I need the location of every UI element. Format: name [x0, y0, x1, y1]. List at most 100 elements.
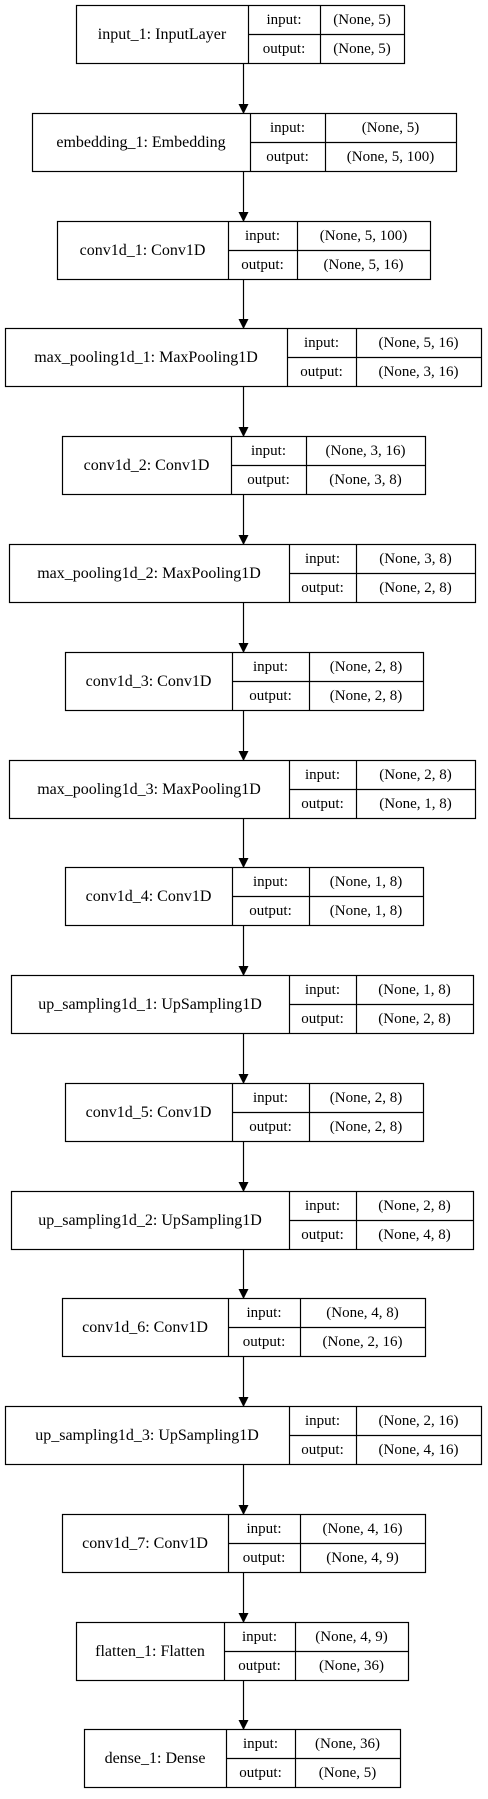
layer-name: conv1d_3: Conv1D: [86, 673, 212, 690]
layer-node: flatten_1: Flatten input: output: (None, 4,…: [75, 1621, 410, 1682]
input-shape: (None, 3, 16): [326, 443, 406, 459]
layer-name: max_pooling1d_3: MaxPooling1D: [37, 781, 261, 798]
input-shape: (None, 2, 8): [379, 767, 451, 783]
layer-node: embedding_1: Embedding input: output: (None…: [31, 112, 458, 173]
layer-node: conv1d_1: Conv1D input: output: (None, 5, 1…: [56, 220, 432, 281]
input-shape: (None, 36): [315, 1736, 380, 1752]
output-shape: (None, 4, 9): [326, 1550, 398, 1566]
output-label: output:: [249, 903, 292, 919]
output-label: output:: [301, 1011, 344, 1027]
layer-node: up_sampling1d_2: UpSampling1Dinput:outpu…: [10, 1190, 475, 1251]
output-label: output:: [247, 472, 290, 488]
output-label: output:: [243, 1550, 286, 1566]
output-shape: (None, 5): [319, 1765, 376, 1781]
input-shape: (None, 1, 8): [378, 982, 450, 998]
layer-node: conv1d_2: Conv1D input: output: (None, 3, 1…: [61, 435, 427, 496]
layer-node: up_sampling1d_3: UpSampling1D input: outpu…: [4, 1405, 483, 1466]
layer-name: embedding_1: Embedding: [56, 134, 225, 151]
layer-name: conv1d_2: Conv1D: [84, 457, 210, 474]
layer-name: max_pooling1d_2: MaxPooling1D: [37, 565, 261, 582]
output-label: output:: [301, 1442, 344, 1458]
layer-name: up_sampling1d_2: UpSampling1D: [38, 1212, 262, 1229]
input-label: input:: [242, 1629, 277, 1645]
layer-node: input_1: InputLayer input: output: (None, 5…: [75, 4, 406, 65]
output-label: output:: [239, 1765, 282, 1781]
output-shape: (None, 2, 8): [330, 688, 402, 704]
layer-name: conv1d_7: Conv1D: [82, 1535, 208, 1552]
input-shape: (None, 5): [333, 12, 390, 28]
layer-name: conv1d_1: Conv1D: [80, 242, 206, 259]
layer-node: max_pooling1d_3: MaxPooling1D input: outpu…: [8, 759, 477, 820]
input-shape: (None, 4, 9): [315, 1629, 387, 1645]
layer-node: conv1d_7: Conv1D input: output: (None, 4, 1…: [61, 1513, 427, 1574]
input-shape: (None, 1, 8): [330, 874, 402, 890]
layer-node: dense_1: Dense input: output: (None, 36) (No…: [83, 1728, 402, 1789]
input-shape: (None, 4, 16): [323, 1521, 403, 1537]
input-shape: (None, 2, 8): [330, 1090, 402, 1106]
input-shape: (None, 2, 8): [330, 659, 402, 675]
output-shape: (None, 4, 8): [378, 1227, 450, 1243]
output-shape: (None, 4, 16): [379, 1442, 459, 1458]
output-shape: (None, 2, 16): [323, 1334, 403, 1350]
input-label: input:: [253, 659, 288, 675]
output-shape: (None, 3, 8): [329, 472, 401, 488]
layer-node: max_pooling1d_2: MaxPooling1D input: outpu…: [8, 543, 477, 604]
output-shape: (None, 1, 8): [379, 796, 451, 812]
input-shape: (None, 3, 8): [379, 551, 451, 567]
layer-name: up_sampling1d_1: UpSampling1D: [38, 996, 262, 1013]
input-shape: (None, 5): [362, 120, 419, 136]
input-label: input:: [245, 228, 280, 244]
layer-name: conv1d_6: Conv1D: [82, 1319, 208, 1336]
output-label: output:: [249, 688, 292, 704]
layer-name: flatten_1: Flatten: [95, 1643, 205, 1660]
input-label: input:: [270, 120, 305, 136]
output-label: output:: [266, 149, 309, 165]
output-shape: (None, 5, 16): [324, 257, 404, 273]
layer-name: max_pooling1d_1: MaxPooling1D: [34, 349, 258, 366]
output-label: output:: [300, 364, 343, 380]
input-label: input:: [304, 335, 339, 351]
input-label: input:: [253, 874, 288, 890]
output-label: output:: [241, 257, 284, 273]
layer-name: conv1d_5: Conv1D: [86, 1104, 212, 1121]
layer-node: up_sampling1d_1: UpSampling1D input: outpu…: [10, 974, 475, 1035]
input-label: input:: [305, 982, 340, 998]
layer-name: input_1: InputLayer: [98, 26, 227, 43]
input-label: input:: [266, 12, 301, 28]
input-label: input:: [253, 1090, 288, 1106]
input-label: input:: [305, 767, 340, 783]
input-shape: (None, 5, 100): [320, 228, 407, 244]
output-label: output:: [243, 1334, 286, 1350]
output-label: output:: [263, 41, 306, 57]
output-label: output:: [301, 1227, 344, 1243]
input-label: input:: [246, 1521, 281, 1537]
input-shape: (None, 5, 16): [379, 335, 459, 351]
output-label: output:: [301, 580, 344, 596]
output-label: output:: [249, 1119, 292, 1135]
output-shape: (None, 2, 8): [379, 580, 451, 596]
layer-node: conv1d_6: Conv1D input: output: (None, 4, 8…: [61, 1297, 427, 1358]
input-label: input:: [305, 551, 340, 567]
input-label: input:: [243, 1736, 278, 1752]
layer-node: conv1d_5: Conv1D input: output: (None, 2, 8…: [64, 1082, 425, 1143]
input-label: input:: [251, 443, 286, 459]
layer-name: up_sampling1d_3: UpSampling1D: [35, 1427, 259, 1444]
output-shape: (None, 5): [333, 41, 390, 57]
layer-node: conv1d_3: Conv1D input: output: (None, 2, 8…: [64, 651, 425, 712]
output-shape: (None, 2, 8): [378, 1011, 450, 1027]
nodes: input_1: InputLayer input: output: (None, 5…: [4, 4, 483, 1789]
input-shape: (None, 4, 8): [326, 1305, 398, 1321]
output-shape: (None, 3, 16): [379, 364, 459, 380]
output-label: output:: [301, 796, 344, 812]
input-label: input:: [305, 1413, 340, 1429]
output-label: output:: [238, 1658, 281, 1674]
input-label: input:: [246, 1305, 281, 1321]
output-shape: (None, 2, 8): [330, 1119, 402, 1135]
layer-name: dense_1: Dense: [105, 1750, 206, 1767]
output-shape: (None, 36): [319, 1658, 384, 1674]
output-shape: (None, 1, 8): [330, 903, 402, 919]
input-shape: (None, 2, 8): [378, 1198, 450, 1214]
layer-node: max_pooling1d_1: MaxPooling1D input: outpu…: [4, 327, 483, 388]
